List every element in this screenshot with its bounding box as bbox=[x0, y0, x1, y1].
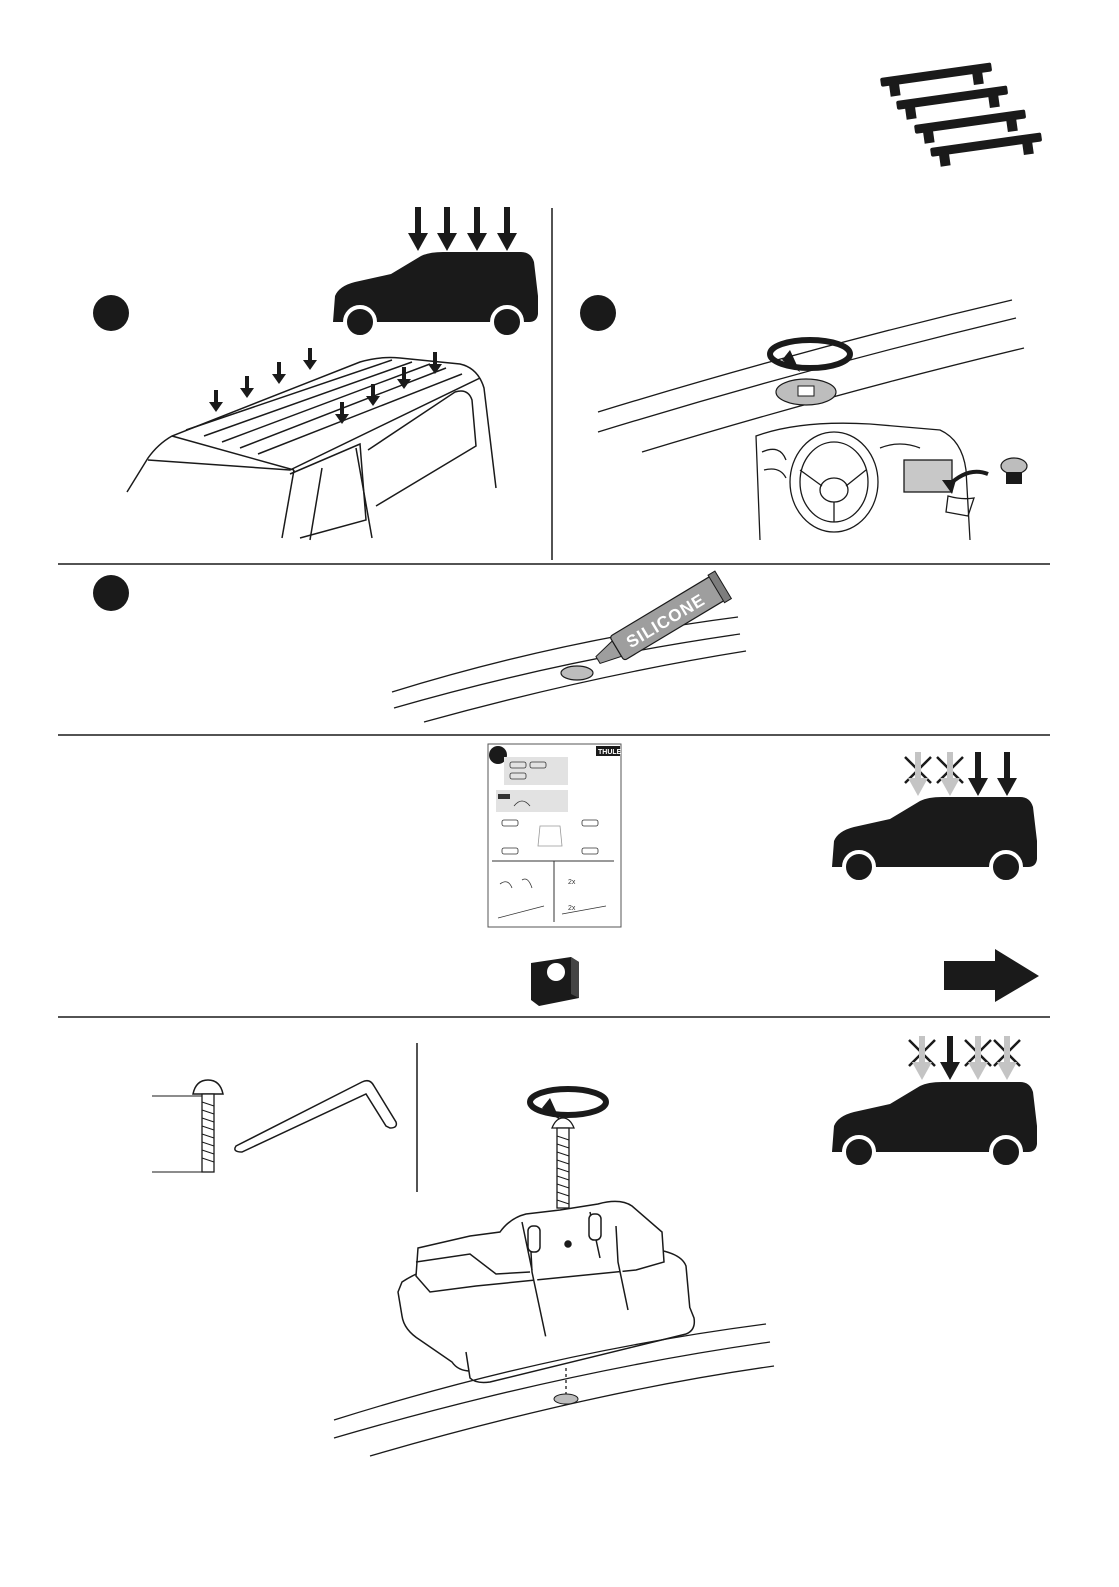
silicone-tube: SILICONE bbox=[590, 571, 732, 674]
van-roof-illustration bbox=[127, 358, 496, 541]
foot-assembly-illustration bbox=[398, 1201, 694, 1382]
instruction-sheet-thumbnail: THULE 2x 2x bbox=[488, 744, 622, 927]
foot-bolt bbox=[552, 1118, 574, 1208]
roof-cap-washer bbox=[776, 379, 836, 405]
step-marker-3 bbox=[93, 575, 129, 611]
box-icon bbox=[531, 957, 579, 1006]
dashboard-glovebox-illustration bbox=[756, 423, 974, 540]
glovebox-cap-icon bbox=[942, 458, 1027, 494]
van-with-two-arrows-icon bbox=[832, 752, 1037, 882]
rotate-arrow-icon bbox=[770, 340, 850, 372]
van-with-one-arrow-icon bbox=[832, 1036, 1037, 1167]
silicone-washer bbox=[561, 666, 593, 680]
roof-rail-illustration bbox=[598, 300, 1024, 452]
foot-roof-washer bbox=[554, 1394, 578, 1404]
instruction-sheet-brand: THULE bbox=[598, 749, 622, 756]
bolt-icon bbox=[152, 1080, 223, 1172]
foot-rotate-arrow-icon bbox=[530, 1089, 606, 1120]
van-with-four-arrows-icon bbox=[333, 207, 538, 337]
roof-rack-bars-icon bbox=[880, 62, 1044, 167]
step-marker-1 bbox=[93, 295, 129, 331]
step-marker-2 bbox=[580, 295, 616, 331]
instruction-sheet-qty-b: 2x bbox=[568, 905, 576, 912]
instruction-sheet-qty-a: 2x bbox=[568, 879, 576, 886]
allen-key-icon bbox=[235, 1081, 397, 1152]
next-arrow-icon bbox=[944, 949, 1039, 1002]
